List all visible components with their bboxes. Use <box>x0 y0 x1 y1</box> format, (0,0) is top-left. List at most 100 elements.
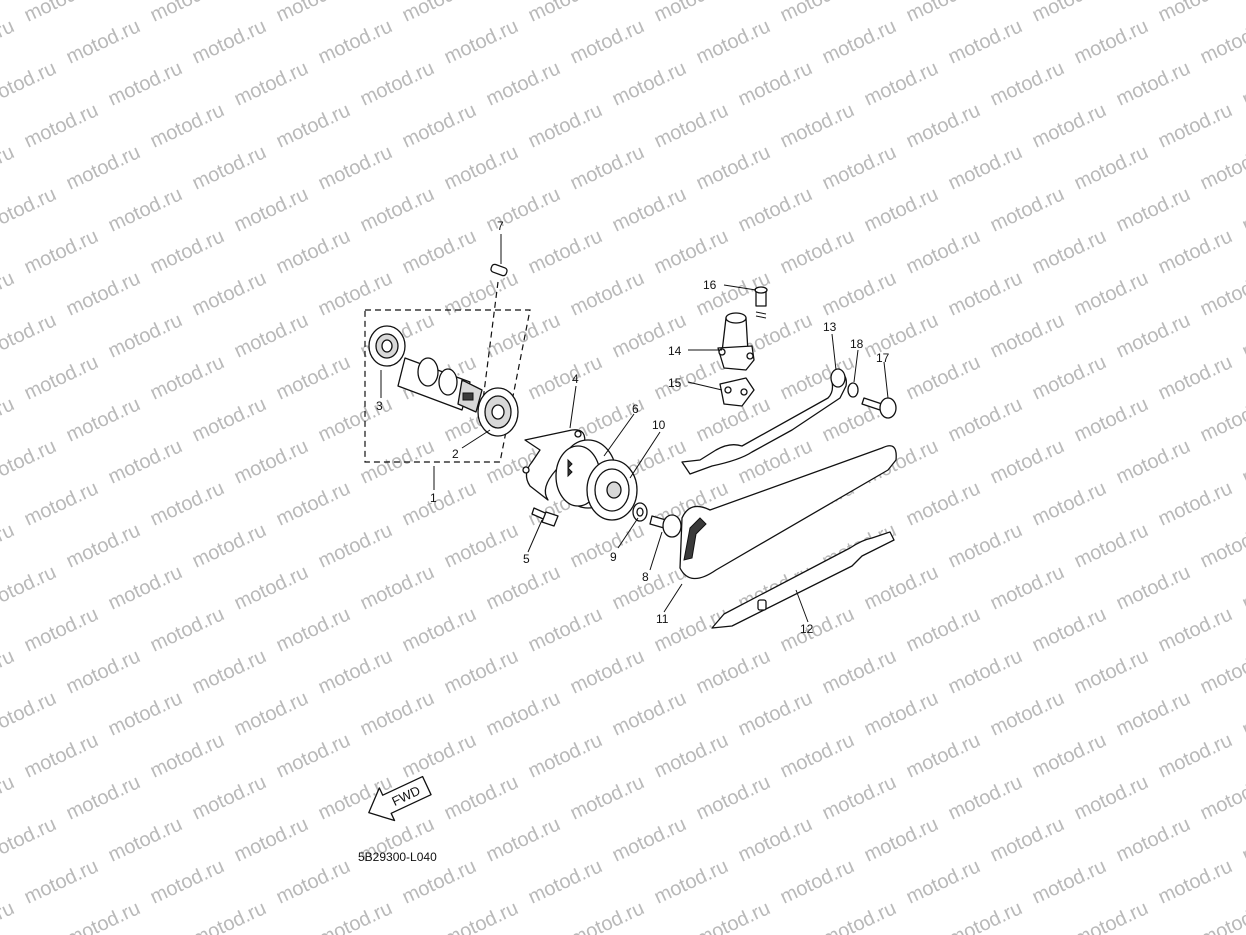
watermark-text: motod.ru <box>651 351 732 404</box>
watermark-text: motod.ru <box>903 729 984 782</box>
camshaft-assembly <box>364 263 531 463</box>
watermark-text: motod.ru <box>1197 771 1246 824</box>
watermark-text: motod.ru <box>525 0 606 27</box>
watermark-text: motod.ru <box>21 477 102 530</box>
watermark-text: motod.ru <box>273 477 354 530</box>
watermark-text: motod.ru <box>357 687 438 740</box>
watermark-text: motod.ru <box>1197 267 1246 320</box>
watermark-text: motod.ru <box>1029 0 1110 27</box>
watermark-text: motod.ru <box>0 393 18 446</box>
bearing-right <box>477 387 519 437</box>
callout-2: 2 <box>452 447 459 461</box>
watermark-text: motod.ru <box>735 813 816 866</box>
pin-centerline <box>481 281 499 409</box>
watermark-text: motod.ru <box>609 813 690 866</box>
watermark-text: motod.ru <box>21 729 102 782</box>
watermark-text: motod.ru <box>0 813 60 866</box>
watermark-text: motod.ru <box>273 729 354 782</box>
watermark-text: motod.ru <box>861 57 942 110</box>
watermark-text: motod.ru <box>483 561 564 614</box>
watermark-text: motod.ru <box>945 771 1026 824</box>
watermark-text: motod.ru <box>189 771 270 824</box>
watermark-text: motod.ru <box>0 267 18 320</box>
watermark-text: motod.ru <box>105 57 186 110</box>
watermark-text: motod.ru <box>567 141 648 194</box>
watermark-text: motod.ru <box>441 645 522 698</box>
watermark-text: motod.ru <box>903 0 984 27</box>
watermark-text: motod.ru <box>651 0 732 27</box>
sprocket-assembly <box>522 429 682 538</box>
watermark-text: motod.ru <box>1113 561 1194 614</box>
watermark-text: motod.ru <box>189 645 270 698</box>
watermark-text: motod.ru <box>483 57 564 110</box>
watermark-text: motod.ru <box>819 141 900 194</box>
watermark-text: motod.ru <box>147 225 228 278</box>
watermark-text: motod.ru <box>0 687 60 740</box>
watermark-text: motod.ru <box>21 855 102 908</box>
watermark-text: motod.ru <box>777 855 858 908</box>
watermark-text: motod.ru <box>21 0 102 27</box>
watermark-text: motod.ru <box>861 687 942 740</box>
watermark-text: motod.ru <box>1071 267 1152 320</box>
watermark-text: motod.ru <box>189 393 270 446</box>
watermark-text: motod.ru <box>315 267 396 320</box>
tensioner-bolt <box>754 286 768 319</box>
watermark-text: motod.ru <box>987 561 1068 614</box>
watermark-text: motod.ru <box>273 351 354 404</box>
bolt-5 <box>531 507 559 527</box>
watermark-text: motod.ru <box>1155 351 1236 404</box>
decompressor-plate <box>586 459 638 521</box>
watermark-text: motod.ru <box>147 855 228 908</box>
watermark-text: motod.ru <box>1197 519 1246 572</box>
watermark-text: motod.ru <box>231 561 312 614</box>
watermark-text: motod.ru <box>441 519 522 572</box>
watermark-text: motod.ru <box>819 15 900 68</box>
diagram-code: 5B29300-L040 <box>358 850 437 864</box>
watermark-text: motod.ru <box>189 519 270 572</box>
watermark-text: motod.ru <box>483 687 564 740</box>
watermark-text: motod.ru <box>147 351 228 404</box>
watermark-text: motod.ru <box>987 687 1068 740</box>
watermark-text: motod.ru <box>441 267 522 320</box>
watermark-text: motod.ru <box>1197 645 1246 698</box>
watermark-text: motod.ru <box>357 57 438 110</box>
watermark-text: motod.ru <box>441 141 522 194</box>
watermark-text: motod.ru <box>1197 15 1246 68</box>
callout-7: 7 <box>497 219 504 233</box>
watermark-text: motod.ru <box>63 267 144 320</box>
watermark-text: motod.ru <box>693 141 774 194</box>
watermark-text: motod.ru <box>903 351 984 404</box>
dowel-pin <box>490 263 508 277</box>
watermark-text: motod.ru <box>1155 225 1236 278</box>
watermark-text: motod.ru <box>483 183 564 236</box>
watermark-text: motod.ru <box>945 519 1026 572</box>
watermark-text: motod.ru <box>1113 57 1194 110</box>
callout-13: 13 <box>823 320 837 334</box>
watermark-text: motod.ru <box>105 687 186 740</box>
watermark-text: motod.ru <box>189 267 270 320</box>
watermark-text: motod.ru <box>273 0 354 27</box>
watermark-text: motod.ru <box>483 813 564 866</box>
watermark-text: motod.ru <box>441 897 522 935</box>
watermark-text: motod.ru <box>399 477 480 530</box>
watermark-text: motod.ru <box>1071 141 1152 194</box>
watermark-text: motod.ru <box>693 15 774 68</box>
watermark-text: motod.ru <box>903 225 984 278</box>
watermark-text: motod.ru <box>105 183 186 236</box>
watermark-text: motod.ru <box>609 561 690 614</box>
watermark-text: motod.ru <box>735 57 816 110</box>
watermark-text: motod.ru <box>525 855 606 908</box>
callout-9: 9 <box>610 550 617 564</box>
callout-4: 4 <box>572 372 579 386</box>
watermark-text: motod.ru <box>1113 309 1194 362</box>
watermark-text: motod.ru <box>1113 813 1194 866</box>
watermark-text: motod.ru <box>1029 225 1110 278</box>
watermark-text: motod.ru <box>819 771 900 824</box>
watermark-text: motod.ru <box>399 0 480 27</box>
watermark-text: motod.ru <box>987 309 1068 362</box>
cap-bolt <box>861 397 897 419</box>
watermark-text: motod.ru <box>693 897 774 935</box>
watermark-text: motod.ru <box>1197 141 1246 194</box>
watermark-text: motod.ru <box>945 645 1026 698</box>
